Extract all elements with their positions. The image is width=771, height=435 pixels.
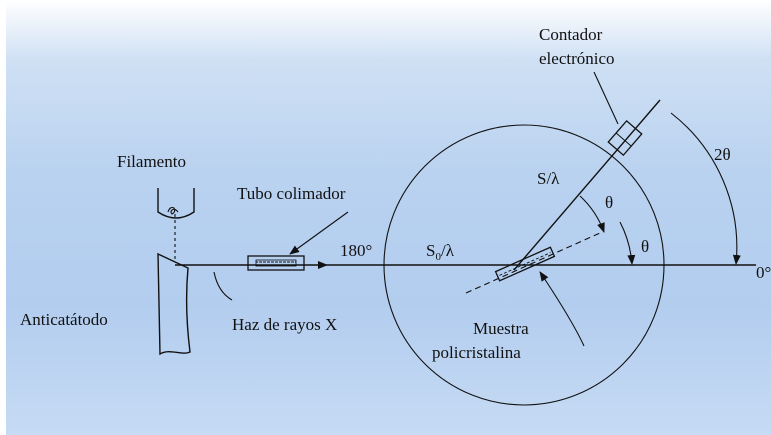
theta-lower-arc <box>619 221 636 265</box>
label-haz-rayos: Haz de rayos X <box>232 315 337 334</box>
collimator-tube <box>247 255 305 271</box>
leader-haz-rayos <box>213 271 233 301</box>
filament-tube <box>157 188 195 219</box>
label-s0-over-lambda: S0/λ <box>426 241 455 263</box>
s0-main: S <box>426 241 435 260</box>
theta-upper-arc <box>579 195 605 233</box>
electronic-counter <box>607 119 643 157</box>
beam-direction-arrow <box>318 261 328 269</box>
label-two-theta: 2θ <box>714 145 731 164</box>
label-theta-lower: θ <box>641 237 649 256</box>
s0-rest: /λ <box>441 241 455 260</box>
leader-tubo-colimador <box>289 211 349 255</box>
label-s-over-lambda: S/λ <box>537 169 560 188</box>
filament-coil <box>167 206 179 215</box>
collimator-inner <box>255 259 297 267</box>
label-180: 180° <box>340 241 372 260</box>
label-anticatatodo: Anticatátodo <box>20 310 108 329</box>
s0-subscript: 0 <box>435 251 441 263</box>
label-0: 0° <box>756 263 771 282</box>
label-tubo-colimador: Tubo colimador <box>237 184 346 203</box>
label-theta-upper: θ <box>605 193 613 212</box>
sample-plane-dashed <box>465 232 601 294</box>
two-theta-arc <box>670 112 741 265</box>
polycrystalline-sample <box>494 246 556 282</box>
label-contador-2: electrónico <box>539 49 615 68</box>
label-muestra-1: Muestra <box>473 319 529 338</box>
label-contador-1: Contador <box>539 25 603 44</box>
label-muestra-2: policristalina <box>432 343 521 362</box>
label-filamento: Filamento <box>117 152 186 171</box>
anticathode-shape <box>157 252 191 356</box>
leader-contador <box>593 71 619 125</box>
leader-muestra <box>539 271 585 347</box>
